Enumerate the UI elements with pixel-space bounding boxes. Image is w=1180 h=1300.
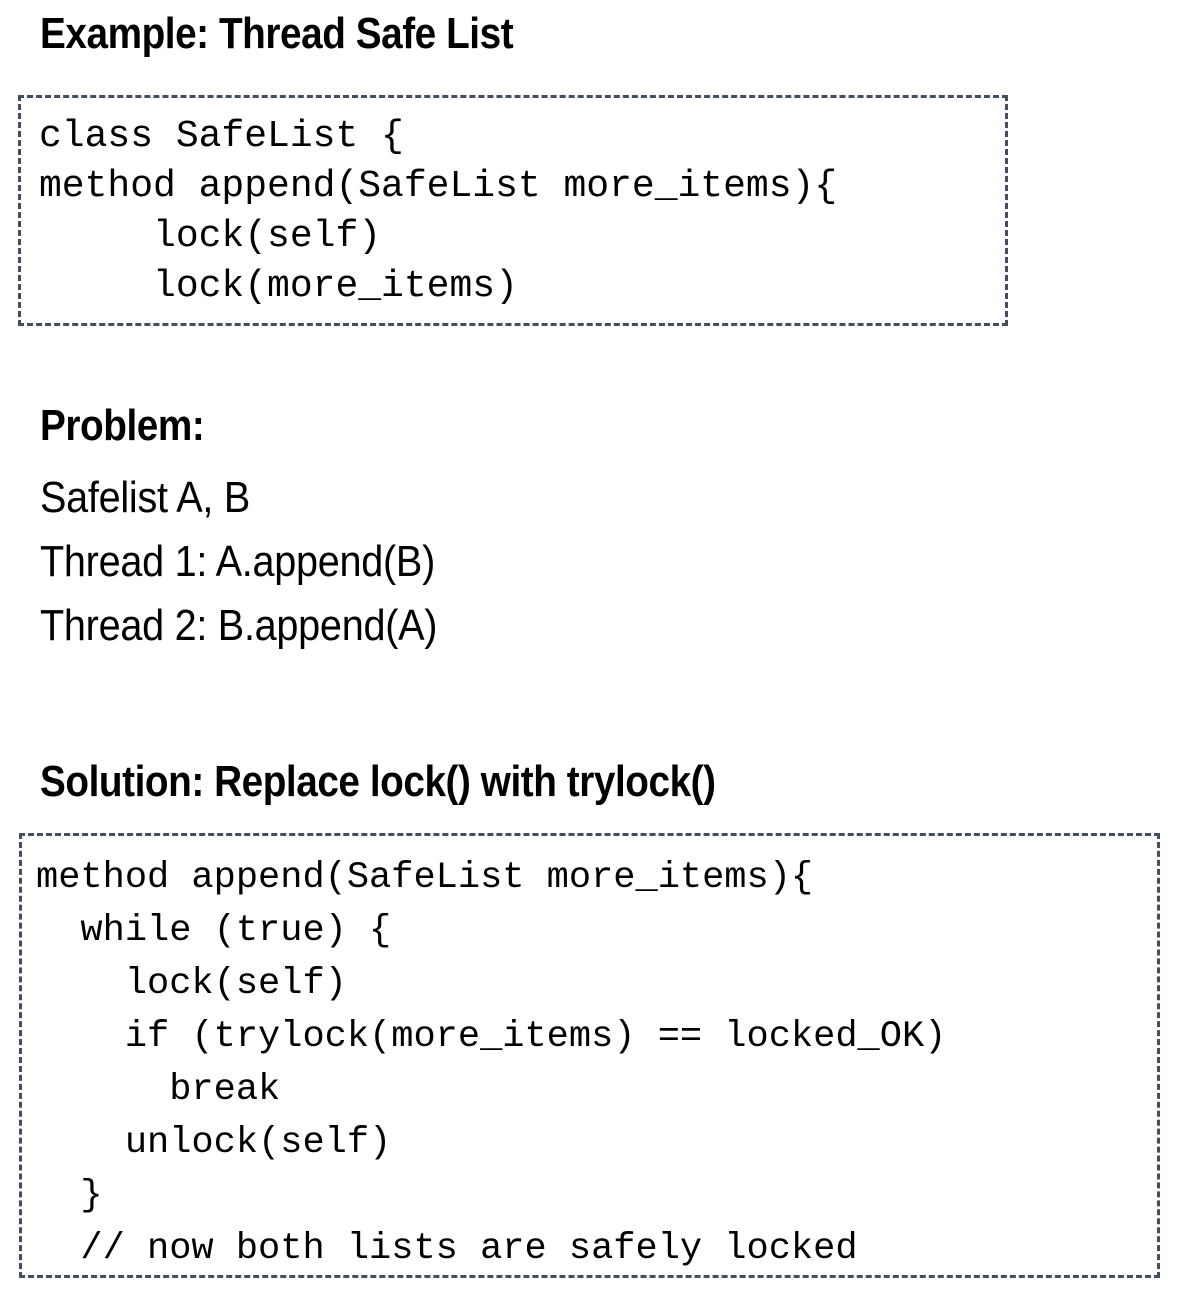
problem-text-block: Safelist A, B Thread 1: A.append(B) Thre… — [40, 466, 840, 658]
example-code-block: class SafeList { method append(SafeList … — [18, 95, 1008, 326]
problem-line: Safelist A, B — [40, 473, 251, 522]
code-line: while (true) { — [36, 910, 392, 952]
code-line: break — [36, 1069, 281, 1111]
problem-heading: Problem: — [40, 401, 205, 450]
code-line: if (trylock(more_items) == locked_OK) — [36, 1016, 947, 1058]
solution-heading: Solution: Replace lock() with trylock() — [40, 757, 716, 806]
problem-line: Thread 1: A.append(B) — [40, 537, 436, 586]
code-line: unlock(self) — [36, 1122, 392, 1164]
code-line: } — [36, 1175, 103, 1217]
code-line: class SafeList { — [39, 115, 404, 158]
code-line: lock(self) — [36, 963, 347, 1005]
code-line: method append(SafeList more_items){ — [39, 165, 838, 208]
code-line: method append(SafeList more_items){ — [36, 857, 814, 899]
example-heading: Example: Thread Safe List — [40, 9, 514, 58]
solution-code-block: method append(SafeList more_items){ whil… — [19, 833, 1160, 1278]
code-line: // now both lists are safely locked — [36, 1228, 858, 1270]
code-line: lock(more_items) — [39, 265, 518, 308]
code-line: lock(self) — [39, 215, 382, 258]
problem-line: Thread 2: B.append(A) — [40, 601, 438, 650]
